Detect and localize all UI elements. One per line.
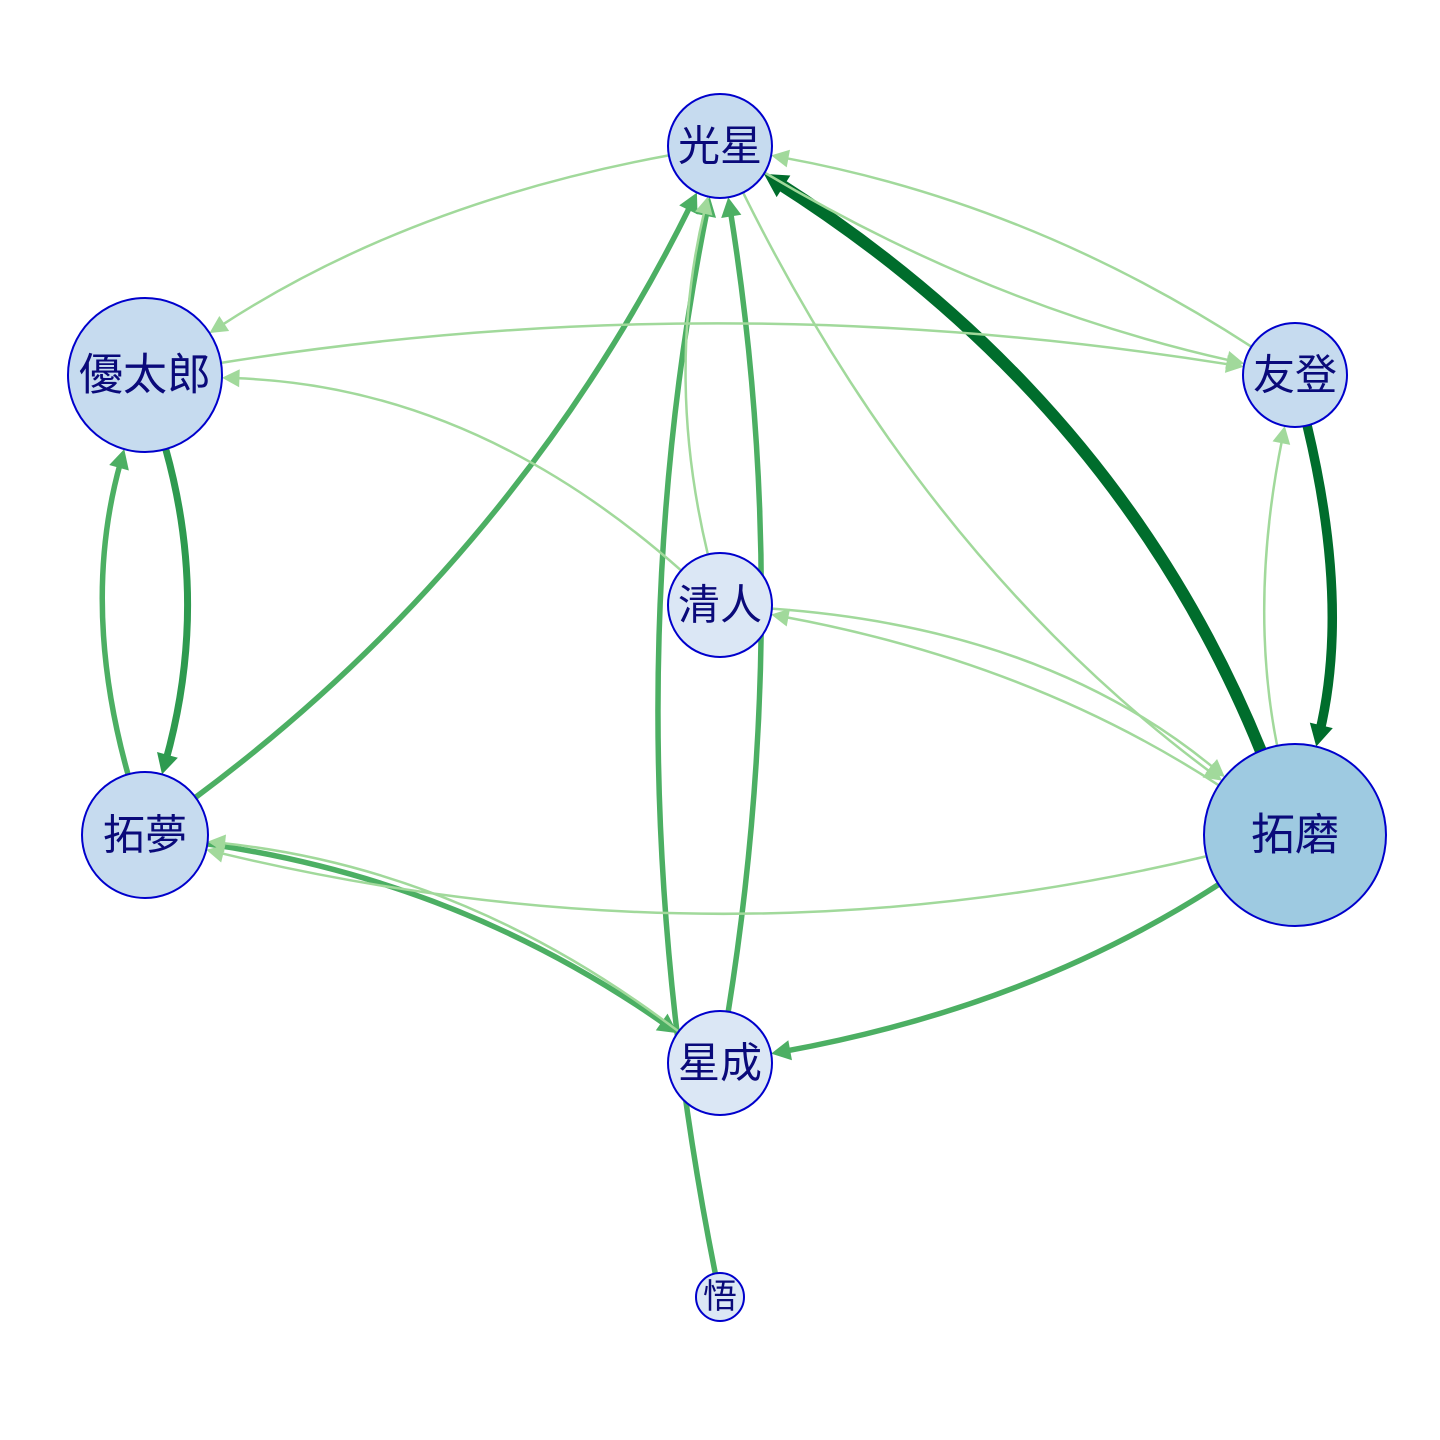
edge-satoru-to-kousei xyxy=(655,207,719,1277)
arrowhead-kiyoto-to-kousei xyxy=(695,196,713,216)
edge-yuto-to-kousei xyxy=(783,156,1253,348)
node-yutaro: 優太郎 xyxy=(67,297,223,453)
node-circle-kousei xyxy=(667,93,773,199)
edge-kousei-to-yuto xyxy=(763,171,1232,362)
arrowhead-kiyoto-to-yutaro xyxy=(221,369,240,388)
edge-seina-to-takumu xyxy=(220,841,680,1033)
arrowhead-seina-to-takumu xyxy=(207,834,226,853)
arrowhead-takuma-to-kiyoto xyxy=(771,608,790,627)
edge-takumu-to-yutaro xyxy=(99,459,131,778)
arrowhead-takumu-to-yutaro xyxy=(109,449,129,471)
node-label-takuma: 拓磨 xyxy=(1251,810,1339,861)
node-label-kiyoto: 清人 xyxy=(678,581,762,630)
edge-yuto-to-takuma xyxy=(1302,420,1337,738)
edge-takuma-to-seina xyxy=(782,881,1222,1054)
node-seina: 星成 xyxy=(667,1010,773,1116)
node-label-yutaro: 優太郎 xyxy=(79,350,211,401)
node-circle-takumu xyxy=(81,771,209,899)
arrowhead-kiyoto-to-takuma xyxy=(1205,758,1225,778)
node-label-takumu: 拓夢 xyxy=(103,811,187,860)
node-circle-satoru xyxy=(695,1272,745,1322)
node-kousei: 光星 xyxy=(667,93,773,199)
edge-kiyoto-to-takuma xyxy=(770,607,1216,770)
node-kiyoto: 清人 xyxy=(667,552,773,658)
arrowhead-seina-to-kousei xyxy=(721,197,742,219)
node-takuma: 拓磨 xyxy=(1203,743,1387,927)
node-label-kousei: 光星 xyxy=(678,122,762,171)
arrowhead-yutaro-to-yuto xyxy=(1224,355,1244,373)
node-yuto: 友登 xyxy=(1242,322,1348,428)
node-circle-kiyoto xyxy=(667,552,773,658)
arrowhead-takumu-to-kousei xyxy=(679,192,698,215)
arrowhead-takuma-to-seina xyxy=(771,1040,792,1061)
arrowhead-yutaro-to-takumu xyxy=(157,751,178,775)
node-circle-seina xyxy=(667,1010,773,1116)
node-label-satoru: 悟 xyxy=(703,1277,737,1317)
arrowhead-yuto-to-kousei xyxy=(771,149,790,168)
arrowhead-kousei-to-yutaro xyxy=(209,315,230,334)
edge-kousei-to-takuma xyxy=(741,191,1213,774)
edge-takuma-to-kousei xyxy=(769,175,1267,757)
node-satoru: 悟 xyxy=(695,1272,745,1322)
node-circle-takuma xyxy=(1203,743,1387,927)
edge-takumu-to-kousei xyxy=(192,202,694,801)
arrowhead-yuto-to-takuma xyxy=(1309,722,1333,747)
node-label-yuto: 友登 xyxy=(1253,351,1337,400)
edge-kiyoto-to-kousei xyxy=(684,208,710,556)
node-label-seina: 星成 xyxy=(678,1039,762,1088)
edge-takuma-to-yuto xyxy=(1262,438,1284,748)
node-takumu: 拓夢 xyxy=(81,771,209,899)
edge-takuma-to-takumu xyxy=(218,851,1208,916)
edge-yutaro-to-yuto xyxy=(219,322,1232,366)
node-circle-yuto xyxy=(1242,322,1348,428)
arrowhead-takuma-to-kousei xyxy=(763,173,791,198)
edge-kiyoto-to-yutaro xyxy=(234,376,683,572)
edge-yutaro-to-takumu xyxy=(162,445,192,765)
edge-kousei-to-yutaro xyxy=(220,154,671,327)
node-circle-yutaro xyxy=(67,297,223,453)
arrowhead-takuma-to-yuto xyxy=(1272,425,1291,445)
edge-takumu-to-seina xyxy=(204,841,669,1028)
edge-takuma-to-kiyoto xyxy=(783,615,1221,787)
